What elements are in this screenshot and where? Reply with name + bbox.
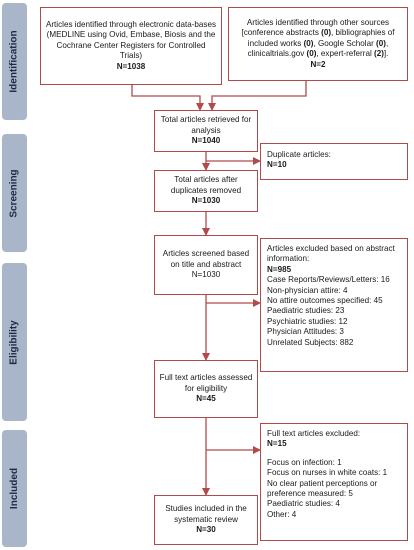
- excluded-abstract-item: Psychiatric studies: 12: [267, 316, 348, 326]
- box-included-studies: Studies included in the systematic revie…: [154, 495, 258, 545]
- excluded-abstract-item: Physician Attitudes: 3: [267, 327, 344, 337]
- box-electronic-search: Articles identified through electronic d…: [40, 7, 222, 85]
- excluded-full-text-item: No clear patient perceptions or preferen…: [267, 478, 378, 499]
- box-total-retrieved: Total articles retrieved for analysis N=…: [154, 110, 258, 152]
- box-other-sources: Articles identified through other source…: [228, 7, 408, 81]
- box-screened: Articles screened based on title and abs…: [154, 235, 258, 295]
- stage-eligibility-label: Eligibility: [2, 263, 27, 421]
- excluded-abstract-item: Unrelated Subjects: 882: [267, 337, 354, 347]
- excluded-abstract-item: No attire outcomes specified: 45: [267, 296, 383, 306]
- stage-identification-label: Identification: [2, 3, 27, 120]
- arrow-other-to-total: [208, 81, 307, 111]
- other-sources-text: Articles identified through other source…: [241, 17, 395, 59]
- box-after-duplicates: Total articles after duplicates removed …: [154, 170, 258, 212]
- excluded-abstract-item: Non-physician attire: 4: [267, 285, 348, 295]
- box-full-text-assessed: Full text articles assessed for eligibil…: [154, 360, 258, 418]
- excluded-abstract-item: Paediatric studies: 23: [267, 306, 345, 316]
- excluded-full-text-item: Focus on nurses in white coats: 1: [267, 468, 388, 478]
- stage-screening-label: Screening: [2, 134, 27, 252]
- excluded-full-text-item: Focus on infection: 1: [267, 457, 342, 467]
- arrow-electronic-to-total: [131, 85, 204, 111]
- stage-included-label: Included: [2, 430, 27, 547]
- excluded-full-text-item: Paediatric studies: 4: [267, 499, 340, 509]
- box-excluded-abstract: Articles excluded based on abstract info…: [260, 238, 408, 372]
- box-duplicates: Duplicate articles: N=10: [260, 143, 408, 180]
- excluded-abstract-item: Case Reports/Reviews/Letters: 16: [267, 275, 390, 285]
- box-excluded-full-text: Full text articles excluded: N=15 Focus …: [260, 423, 408, 541]
- excluded-full-text-item: Other: 4: [267, 509, 297, 519]
